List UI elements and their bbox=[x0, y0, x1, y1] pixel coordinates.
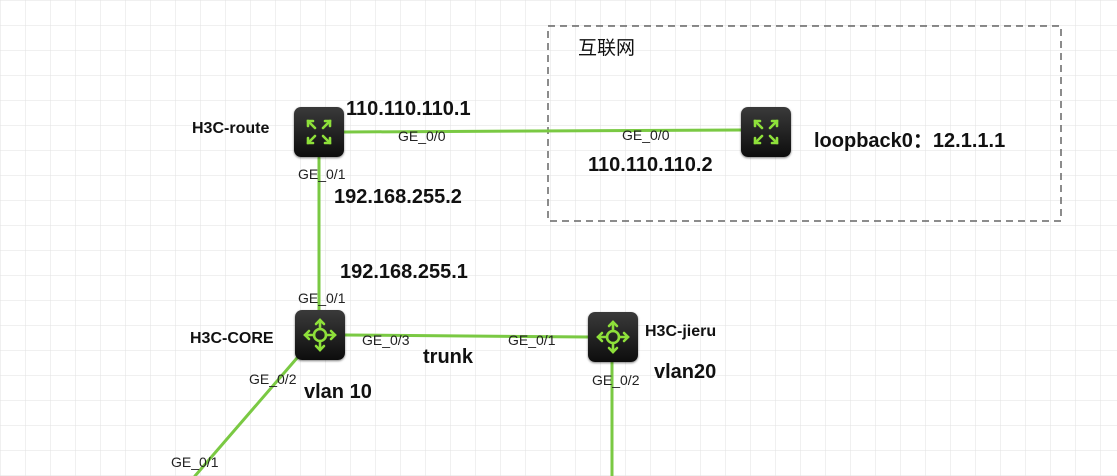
ip-internet-wan: 110.110.110.2 bbox=[588, 154, 713, 176]
port-core-ge02: GE_0/2 bbox=[249, 371, 297, 387]
device-name-jieru: H3C-jieru bbox=[645, 323, 717, 340]
port-bottom-ge01: GE_0/1 bbox=[171, 454, 219, 470]
router-icon bbox=[306, 119, 332, 145]
link-core-jieru[interactable] bbox=[343, 333, 591, 339]
router-h3c-route[interactable] bbox=[294, 107, 344, 157]
link-core-downstream[interactable] bbox=[193, 356, 299, 476]
internet-region-box bbox=[547, 25, 1062, 222]
router-internet[interactable] bbox=[741, 107, 791, 157]
link-label-trunk: trunk bbox=[423, 346, 473, 368]
router-icon bbox=[753, 119, 779, 145]
switch-h3c-jieru[interactable] bbox=[588, 312, 638, 362]
port-core-ge03: GE_0/3 bbox=[362, 332, 410, 348]
device-name-internet: loopback0：12.1.1.1 bbox=[814, 130, 1006, 152]
link-route-internet[interactable] bbox=[342, 128, 743, 134]
device-name-core: H3C-CORE bbox=[190, 330, 274, 347]
port-internet-ge00: GE_0/0 bbox=[622, 127, 670, 143]
switch-icon bbox=[303, 318, 337, 352]
port-route-ge01: GE_0/1 bbox=[298, 166, 346, 182]
port-jieru-ge02: GE_0/2 bbox=[592, 372, 640, 388]
port-route-ge00: GE_0/0 bbox=[398, 128, 446, 144]
vlan-label-jieru: vlan20 bbox=[654, 361, 717, 383]
vlan-label-core: vlan 10 bbox=[304, 381, 372, 403]
port-core-ge01: GE_0/1 bbox=[298, 290, 346, 306]
ip-route-lan: 192.168.255.2 bbox=[334, 186, 462, 208]
ip-core-up: 192.168.255.1 bbox=[340, 261, 468, 283]
internet-region-label: 互联网 bbox=[578, 38, 636, 59]
switch-h3c-core[interactable] bbox=[295, 310, 345, 360]
port-jieru-ge01: GE_0/1 bbox=[508, 332, 556, 348]
device-name-route: H3C-route bbox=[192, 120, 270, 137]
switch-icon bbox=[596, 320, 630, 354]
ip-route-wan: 110.110.110.1 bbox=[346, 98, 471, 120]
